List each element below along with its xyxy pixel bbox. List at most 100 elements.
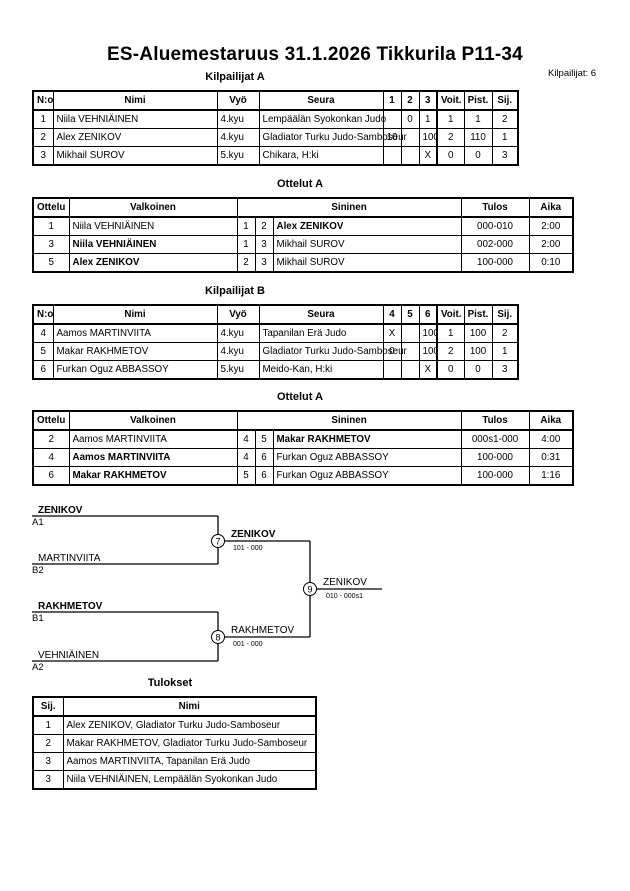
table-row: 2 Makar RAKHMETOV, Gladiator Turku Judo-… [32,734,317,753]
page-title: ES-Aluemestaruus 31.1.2026 Tikkurila P11… [107,44,523,65]
cell-wins: 1 [436,109,465,129]
cell-blue-no: 6 [254,466,274,486]
cell-r1 [382,360,402,380]
cell-name: Niila VEHNIÄINEN [52,109,218,129]
col-header: Nimi [62,696,317,717]
cell-white: Makar RAKHMETOV [68,466,238,486]
col-header: Valkoinen [68,410,238,431]
cell-belt: 5.kyu [216,146,260,166]
semi1-number: 7 [215,537,220,547]
pool-b-header: N:o Nimi Vyö Seura 4 5 6 Voit. Pist. Sij… [32,304,519,325]
col-header: Sininen [236,410,462,431]
cell-belt: 5.kyu [216,360,260,380]
cell-no: 4 [32,323,54,343]
cell-place: 3 [32,752,64,771]
cell-blue: Alex ZENIKOV [272,216,462,236]
cell-white-no: 2 [236,253,256,273]
cell-belt: 4.kyu [216,128,260,147]
final-score: 010 - 000s1 [326,593,363,600]
cell-result: 002-000 [460,235,530,254]
cell-wins: 1 [436,323,465,343]
cell-time: 0:10 [528,253,574,273]
cell-result: 000-010 [460,216,530,236]
col-header: 3 [418,90,438,111]
cell-result: 000s1-000 [460,429,530,449]
cell-club: Meido-Kan, H:ki [258,360,384,380]
col-header: 5 [400,304,420,325]
cell-r3: 100 [418,323,438,343]
table-row: 3 Aamos MARTINVIITA, Tapanilan Erä Judo [32,752,317,771]
cell-name: Alex ZENIKOV, Gladiator Turku Judo-Sambo… [62,715,317,735]
cell-r3: X [418,360,438,380]
cell-white-no: 5 [236,466,256,486]
cell-points: 1 [463,109,493,129]
col-header: Nimi [52,304,218,325]
bracket-second-name: MARTINVIITA [38,553,101,564]
pool-a-table: N:o Nimi Vyö Seura 1 2 3 Voit. Pist. Sij… [32,90,519,166]
cell-name: Makar RAKHMETOV [52,342,218,361]
col-header: Voit. [436,304,465,325]
cell-r1 [382,146,402,166]
pool-b-table: N:o Nimi Vyö Seura 4 5 6 Voit. Pist. Sij… [32,304,519,380]
cell-r2 [400,146,420,166]
cell-wins: 0 [436,360,465,380]
cell-belt: 4.kyu [216,109,260,129]
cell-match: 6 [32,466,70,486]
col-header: Sij. [491,304,519,325]
cell-result: 100-000 [460,448,530,467]
cell-blue-no: 3 [254,253,274,273]
cell-place: 3 [491,146,519,166]
col-header: Nimi [52,90,218,111]
cell-white-no: 4 [236,448,256,467]
bracket: 7 8 9 ZENIKOV A1 MARTINVIITA B2 RAKHMETO… [32,505,382,673]
cell-name: Niila VEHNIÄINEN, Lempäälän Syokonkan Ju… [62,770,317,790]
matches-b-table: Ottelu Valkoinen Sininen Tulos Aika 2 Aa… [32,410,575,486]
table-row: 4 Aamos MARTINVIITA 4 6 Furkan Oguz ABBA… [32,448,574,467]
semi2-marker: 8 [211,630,225,644]
semi2-number: 8 [215,633,220,643]
cell-points: 100 [463,342,493,361]
cell-r3: 100 [418,342,438,361]
cell-r2 [400,323,420,343]
matches-b-header: Ottelu Valkoinen Sininen Tulos Aika [32,410,574,431]
final-number: 9 [307,585,312,595]
col-header: Ottelu [32,197,70,218]
table-row: 4 Aamos MARTINVIITA 4.kyu Tapanilan Erä … [32,323,519,343]
cell-blue: Furkan Oguz ABBASSOY [272,466,462,486]
cell-time: 2:00 [528,235,574,254]
cell-points: 0 [463,360,493,380]
cell-name: Aamos MARTINVIITA, Tapanilan Erä Judo [62,752,317,771]
cell-r2: 0 [400,109,420,129]
col-header: Aika [528,197,574,218]
semi1-score: 101 - 000 [233,545,263,552]
final-winner: ZENIKOV [323,577,367,588]
col-header: Vyö [216,90,260,111]
cell-r3: 100 [418,128,438,147]
bracket-fourth-seed: A2 [32,662,44,673]
bracket-second-seed: B2 [32,565,44,576]
bracket-fourth-name: VEHNIÄINEN [38,649,99,661]
table-row: 1 Niila VEHNIÄINEN 1 2 Alex ZENIKOV 000-… [32,216,574,236]
final-marker: 9 [303,582,317,596]
pool-a-header: N:o Nimi Vyö Seura 1 2 3 Voit. Pist. Sij… [32,90,519,111]
cell-white: Niila VEHNIÄINEN [68,235,238,254]
cell-white-no: 1 [236,235,256,254]
cell-name: Alex ZENIKOV [52,128,218,147]
matches-a-header: Ottelu Valkoinen Sininen Tulos Aika [32,197,574,218]
cell-white: Niila VEHNIÄINEN [68,216,238,236]
results-title: Tulokset [147,677,193,689]
cell-time: 4:00 [528,429,574,449]
cell-r3: 1 [418,109,438,129]
col-header: Valkoinen [68,197,238,218]
cell-belt: 4.kyu [216,323,260,343]
cell-time: 1:16 [528,466,574,486]
cell-match: 3 [32,235,70,254]
col-header: Sij. [491,90,519,111]
col-header: 4 [382,304,402,325]
cell-points: 100 [463,323,493,343]
cell-match: 1 [32,216,70,236]
bracket-third-seed: B1 [32,613,44,624]
cell-wins: 0 [436,146,465,166]
cell-club: Gladiator Turku Judo-Samboseur [258,128,407,147]
bracket-top-name: ZENIKOV [38,505,83,516]
